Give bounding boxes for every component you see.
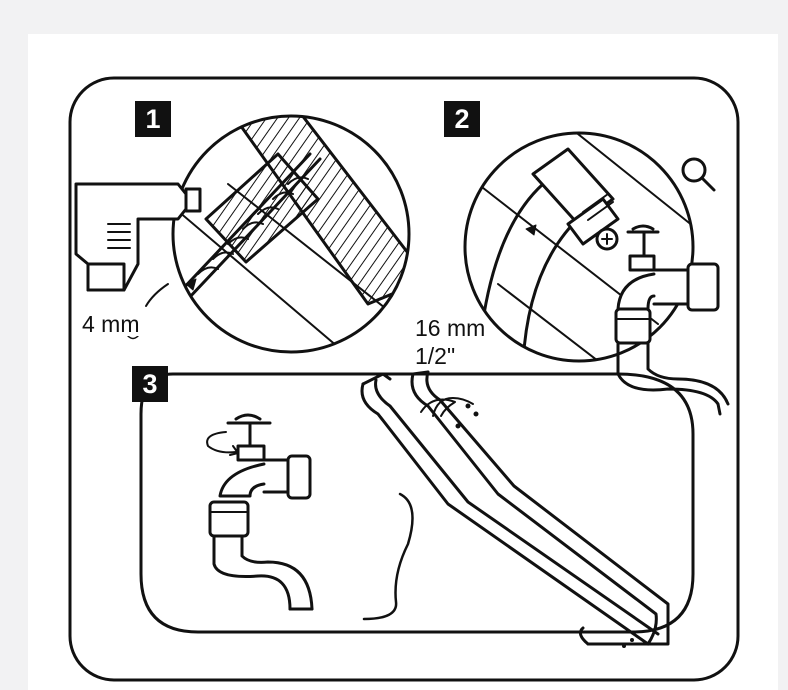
step-2-badge: 2 (444, 101, 480, 137)
step2-illustration (463, 131, 695, 363)
hose-size-metric-label: 16 mm (415, 315, 486, 341)
drill-size-label: 4 mm (82, 311, 140, 337)
step1-illustration (74, 114, 411, 354)
magnifier-icon[interactable] (678, 154, 718, 194)
instruction-illustration (68, 76, 740, 682)
faucet-top-right (614, 224, 730, 416)
instruction-sheet: 1 2 3 4 mm 16 mm 1/2" (28, 34, 778, 690)
outer-frame (68, 76, 740, 682)
step-1-badge: 1 (135, 101, 171, 137)
hose-size-imperial-label: 1/2" (415, 343, 456, 369)
step3-illustration (139, 370, 695, 648)
step-3-badge: 3 (132, 366, 168, 402)
